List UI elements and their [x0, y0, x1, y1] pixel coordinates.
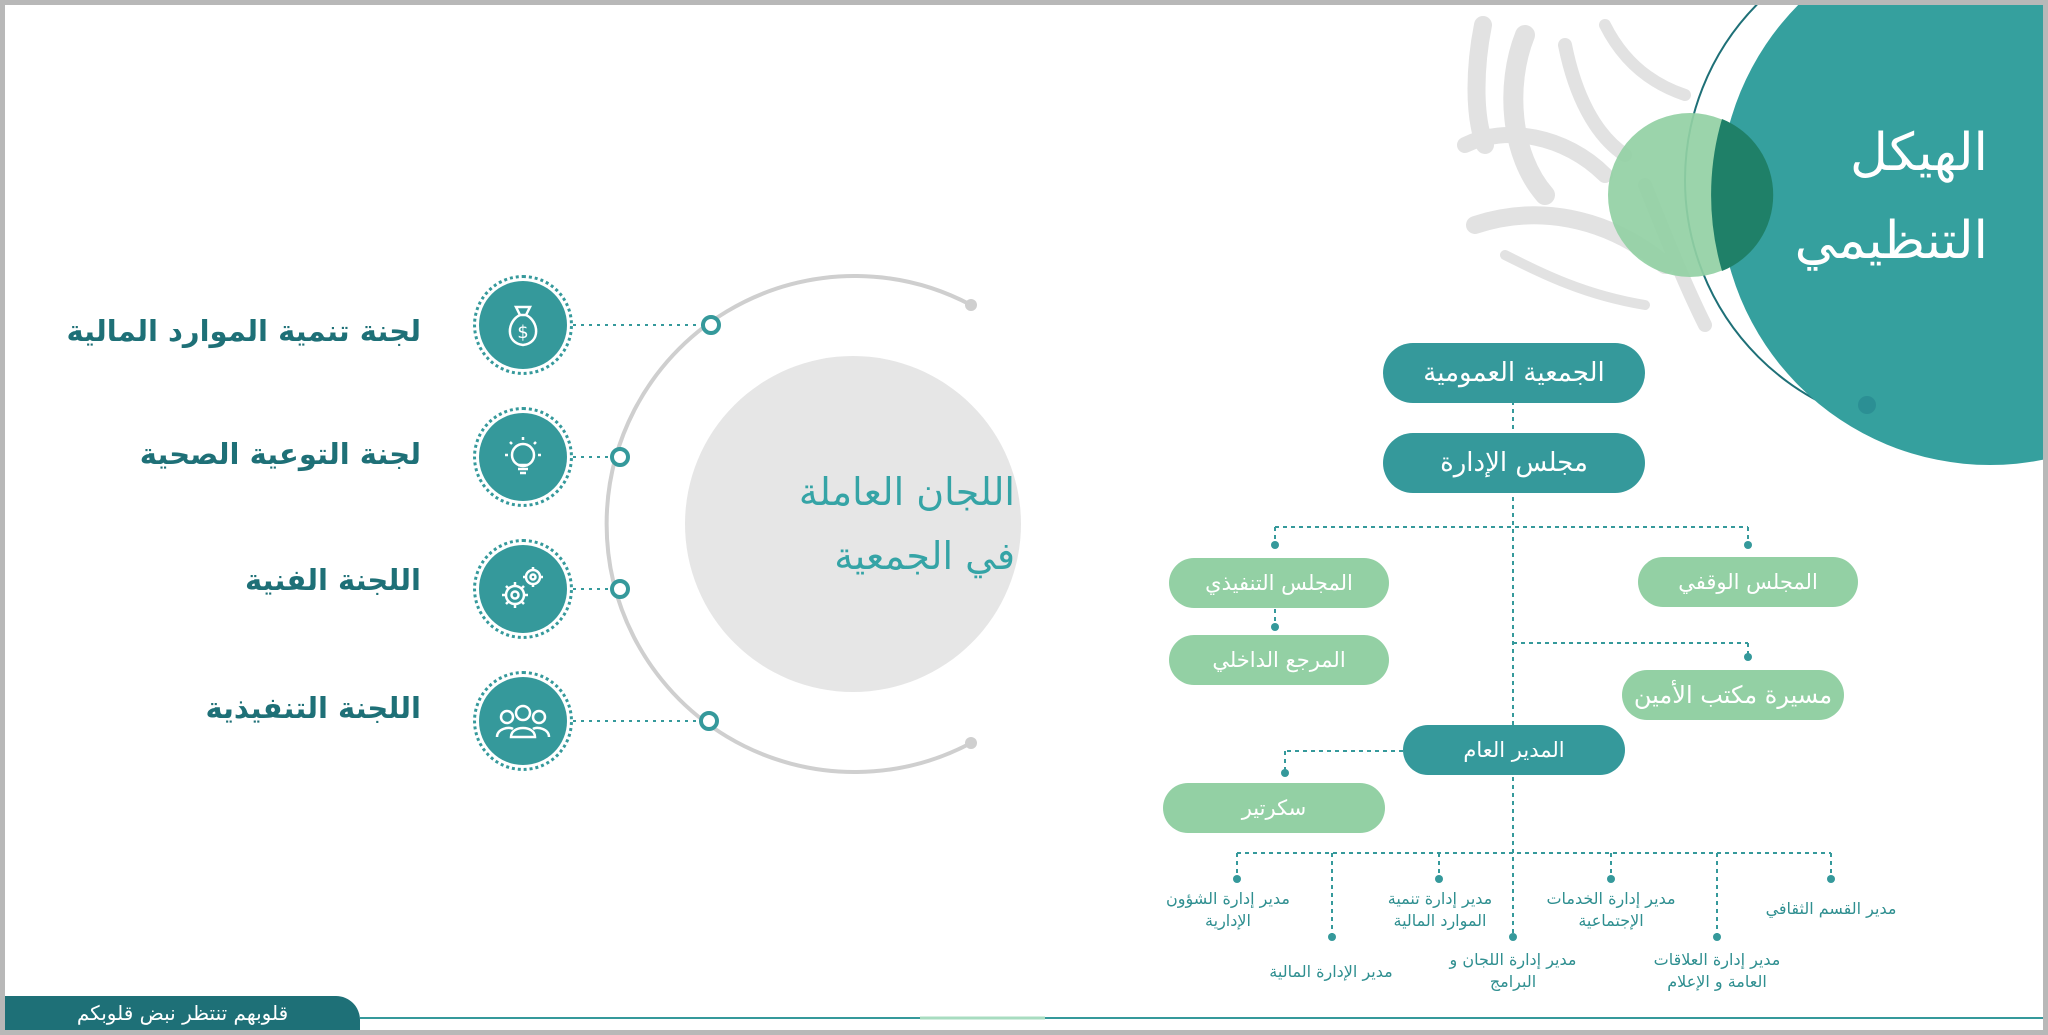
manager-financial-resources: مدير إدارة تنمية الموارد المالية [1387, 889, 1493, 930]
internal-reference-node: المرجع الداخلي [1169, 635, 1389, 685]
waqf-council-node: المجلس الوقفي [1638, 557, 1858, 607]
svg-text:$: $ [517, 322, 528, 343]
manager-finance: مدير الإدارة المالية [1269, 962, 1393, 981]
page-title-line1: الهيكل [1849, 123, 1988, 183]
committee-4-ring [473, 671, 573, 771]
org-connector-dots [1233, 541, 1835, 941]
decor-dot [1858, 396, 1876, 414]
committee-1-ring [473, 275, 573, 375]
team-icon [479, 677, 567, 765]
manager-administrative-affairs: مدير إدارة الشؤون الإدارية [1166, 889, 1290, 930]
secretary-node: سكرتير [1163, 783, 1385, 833]
lightbulb-icon [479, 413, 567, 501]
footer-slogan: قلوبهم تنتظر نبض قلوبكم [5, 996, 360, 1030]
general-manager-node: المدير العام [1403, 725, 1625, 775]
committees-arc [604, 274, 972, 774]
secretary-office-node: مسيرة مكتب الأمين [1622, 670, 1844, 720]
committee-3-ring [473, 539, 573, 639]
money-bag-icon: $ [479, 281, 567, 369]
committee-executive: اللجنة التنفيذية [205, 691, 421, 725]
board-node: مجلس الإدارة [1383, 433, 1645, 493]
general-assembly-node: الجمعية العمومية [1383, 343, 1645, 403]
manager-public-relations: مدير إدارة العلاقات العامة و الإعلام [1653, 950, 1781, 991]
executive-council-node: المجلس التنفيذي [1169, 558, 1389, 608]
committee-2-ring [473, 407, 573, 507]
committee-health-awareness: لجنة التوعية الصحية [139, 437, 421, 471]
center-circle [685, 356, 1021, 692]
manager-cultural: مدير القسم الثقافي [1765, 899, 1897, 918]
manager-committees-programs: مدير إدارة اللجان و البرامج [1449, 950, 1577, 991]
background-graphics [360, 5, 2043, 1020]
committee-financial-resources: لجنة تنمية الموارد المالية [66, 314, 421, 348]
page-title-line2: التنظيمي [1794, 211, 1988, 271]
gears-icon [479, 545, 567, 633]
manager-social-services: مدير إدارة الخدمات الإجتماعية [1546, 889, 1676, 930]
committees-center-label: اللجان العاملة في الجمعية [798, 470, 1015, 578]
committee-technical: اللجنة الفنية [244, 563, 421, 597]
